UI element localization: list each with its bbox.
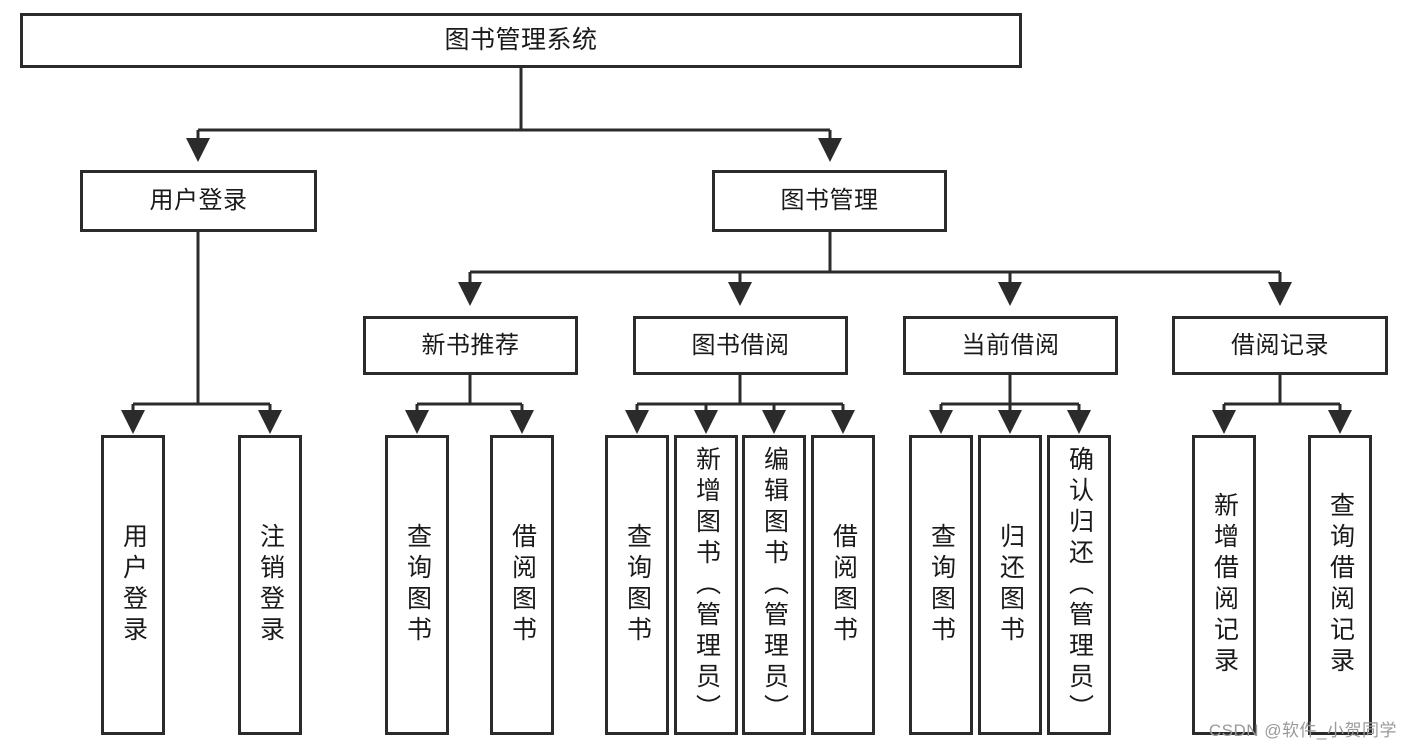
node-label: 借阅图书 bbox=[508, 523, 537, 647]
leaf-query-book-current[interactable]: 查询图书 bbox=[909, 435, 973, 735]
leaf-user-logout[interactable]: 注销登录 bbox=[238, 435, 302, 735]
leaf-borrow-book[interactable]: 借阅图书 bbox=[811, 435, 875, 735]
node-current-borrow[interactable]: 当前借阅 bbox=[903, 316, 1118, 375]
leaf-return-book[interactable]: 归还图书 bbox=[978, 435, 1042, 735]
leaf-query-book-recommend[interactable]: 查询图书 bbox=[385, 435, 449, 735]
node-label: 新书推荐 bbox=[421, 331, 520, 359]
watermark: CSDN @软件_小贺同学 bbox=[1208, 721, 1397, 740]
node-label: 编辑图书（管理员） bbox=[760, 445, 789, 725]
leaf-edit-book-admin[interactable]: 编辑图书（管理员） bbox=[742, 435, 806, 735]
node-label: 借阅图书 bbox=[829, 523, 858, 647]
leaf-add-book-admin[interactable]: 新增图书（管理员） bbox=[674, 435, 738, 735]
leaf-query-borrow-record[interactable]: 查询借阅记录 bbox=[1308, 435, 1372, 735]
node-label: 归还图书 bbox=[996, 523, 1025, 647]
node-book-borrow[interactable]: 图书借阅 bbox=[633, 316, 848, 375]
node-user-login[interactable]: 用户登录 bbox=[80, 170, 317, 232]
node-label: 查询图书 bbox=[927, 523, 956, 647]
leaf-user-login[interactable]: 用户登录 bbox=[101, 435, 165, 735]
node-label: 图书管理系统 bbox=[444, 26, 598, 54]
leaf-borrow-book-recommend[interactable]: 借阅图书 bbox=[490, 435, 554, 735]
node-label: 注销登录 bbox=[256, 523, 285, 647]
node-book-management[interactable]: 图书管理 bbox=[712, 170, 947, 232]
node-label: 新增图书（管理员） bbox=[692, 445, 721, 725]
node-borrow-record[interactable]: 借阅记录 bbox=[1172, 316, 1388, 375]
node-label: 查询借阅记录 bbox=[1326, 492, 1355, 678]
node-label: 查询图书 bbox=[623, 523, 652, 647]
node-label: 图书借阅 bbox=[691, 331, 790, 359]
leaf-query-book[interactable]: 查询图书 bbox=[605, 435, 669, 735]
node-root-system[interactable]: 图书管理系统 bbox=[20, 13, 1022, 68]
node-label: 确认归还（管理员） bbox=[1065, 445, 1094, 725]
node-label: 借阅记录 bbox=[1231, 331, 1329, 359]
leaf-confirm-return-admin[interactable]: 确认归还（管理员） bbox=[1047, 435, 1111, 735]
node-label: 用户登录 bbox=[149, 187, 248, 215]
node-label: 查询图书 bbox=[403, 523, 432, 647]
node-label: 图书管理 bbox=[780, 187, 879, 215]
node-label: 当前借阅 bbox=[961, 331, 1060, 359]
node-label: 用户登录 bbox=[119, 523, 148, 647]
node-new-book-recommend[interactable]: 新书推荐 bbox=[363, 316, 578, 375]
node-label: 新增借阅记录 bbox=[1210, 492, 1239, 678]
leaf-add-borrow-record[interactable]: 新增借阅记录 bbox=[1192, 435, 1256, 735]
